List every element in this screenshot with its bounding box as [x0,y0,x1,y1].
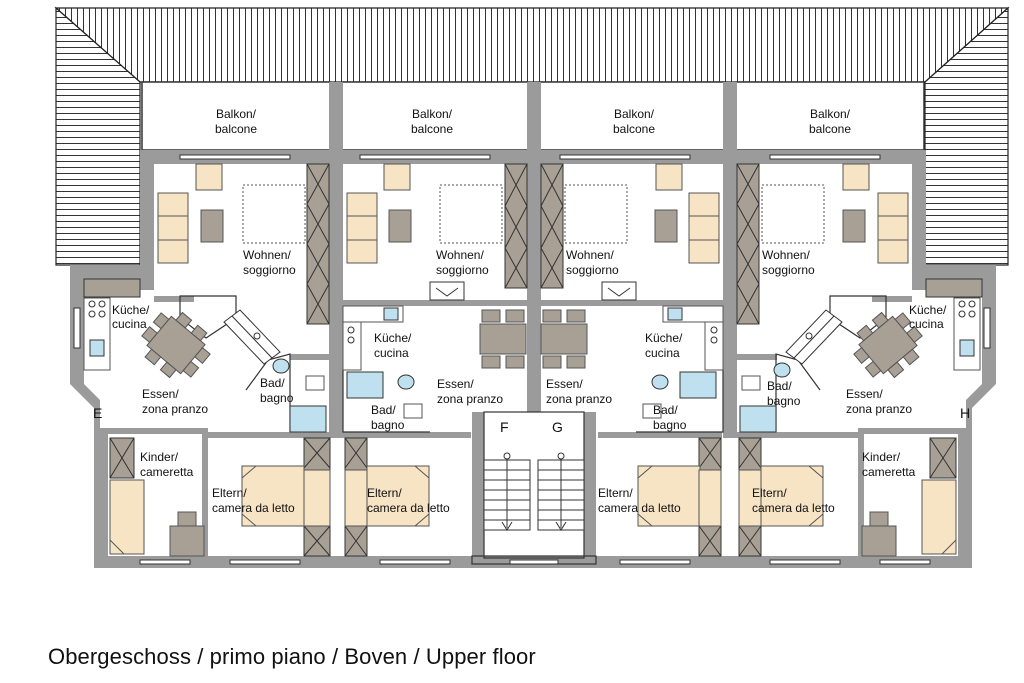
balcony-label-3: Balkon/balcone [613,107,655,136]
dining-label-1: Essen/zona pranzo [142,387,208,416]
balcony-label-2: Balkon/balcone [411,107,453,136]
bath-label-2: Bad/bagno [371,403,405,432]
entrance-label-f: F [500,419,509,435]
dining-label-3: Essen/zona pranzo [546,377,612,406]
kids-label-1: Kinder/cameretta [140,450,194,479]
beds [109,465,957,555]
entrance-label-h: H [960,405,970,421]
kitchen-label-1: Küche/cucina [112,303,150,331]
dining-tables [141,309,923,379]
vents [429,281,637,301]
windows [73,154,991,565]
walls [70,82,996,568]
living-label-3: Wohnen/soggiorno [566,248,619,277]
floor-caption: Obergeschoss / primo piano / Boven / Upp… [48,644,536,669]
room-labels: Balkon/balcone Balkon/balcone Balkon/bal… [93,107,970,515]
hall-diagonals [223,309,843,365]
entrance-label-e: E [93,405,102,421]
kitchen-label-2: Küche/cucina [374,331,412,360]
kids-label-2: Kinder/cameretta [862,450,916,479]
bed-pillows [109,465,957,555]
parents-label-2: Eltern/camera da letto [367,486,450,515]
balconies [141,81,925,151]
bathroom-fixtures [272,358,791,433]
parents-label-1: Eltern/camera da letto [212,486,295,515]
sofa-cushions [158,215,908,241]
parents-label-3: Eltern/camera da letto [598,486,681,515]
dining-label-2: Essen/zona pranzo [437,377,503,406]
balcony-label-4: Balkon/balcone [809,107,851,136]
balcony-label-1: Balkon/balcone [215,107,257,136]
dining-label-4: Essen/zona pranzo [846,387,912,416]
coffee-tables [200,209,866,243]
furniture-living [157,163,909,264]
staircase [483,452,585,531]
desks [169,511,897,557]
bath-label-4: Bad/bagno [767,379,801,408]
bathroom-cabinets [305,375,761,419]
kitchen-label-3: Küche/cucina [645,331,683,360]
kitchen-label-4: Küche/cucina [909,303,947,331]
living-label-2: Wohnen/soggiorno [436,248,489,277]
sinks [89,307,975,357]
living-label-4: Wohnen/soggiorno [762,248,815,277]
living-label-1: Wohnen/soggiorno [243,248,296,277]
wardrobe-crosses [109,163,957,557]
bath-label-1: Bad/bagno [260,376,294,405]
roof [54,6,1010,266]
parents-label-4: Eltern/camera da letto [752,486,835,515]
stoves [88,300,976,344]
entrance-label-g: G [552,419,563,435]
bath-label-3: Bad/bagno [653,403,687,432]
